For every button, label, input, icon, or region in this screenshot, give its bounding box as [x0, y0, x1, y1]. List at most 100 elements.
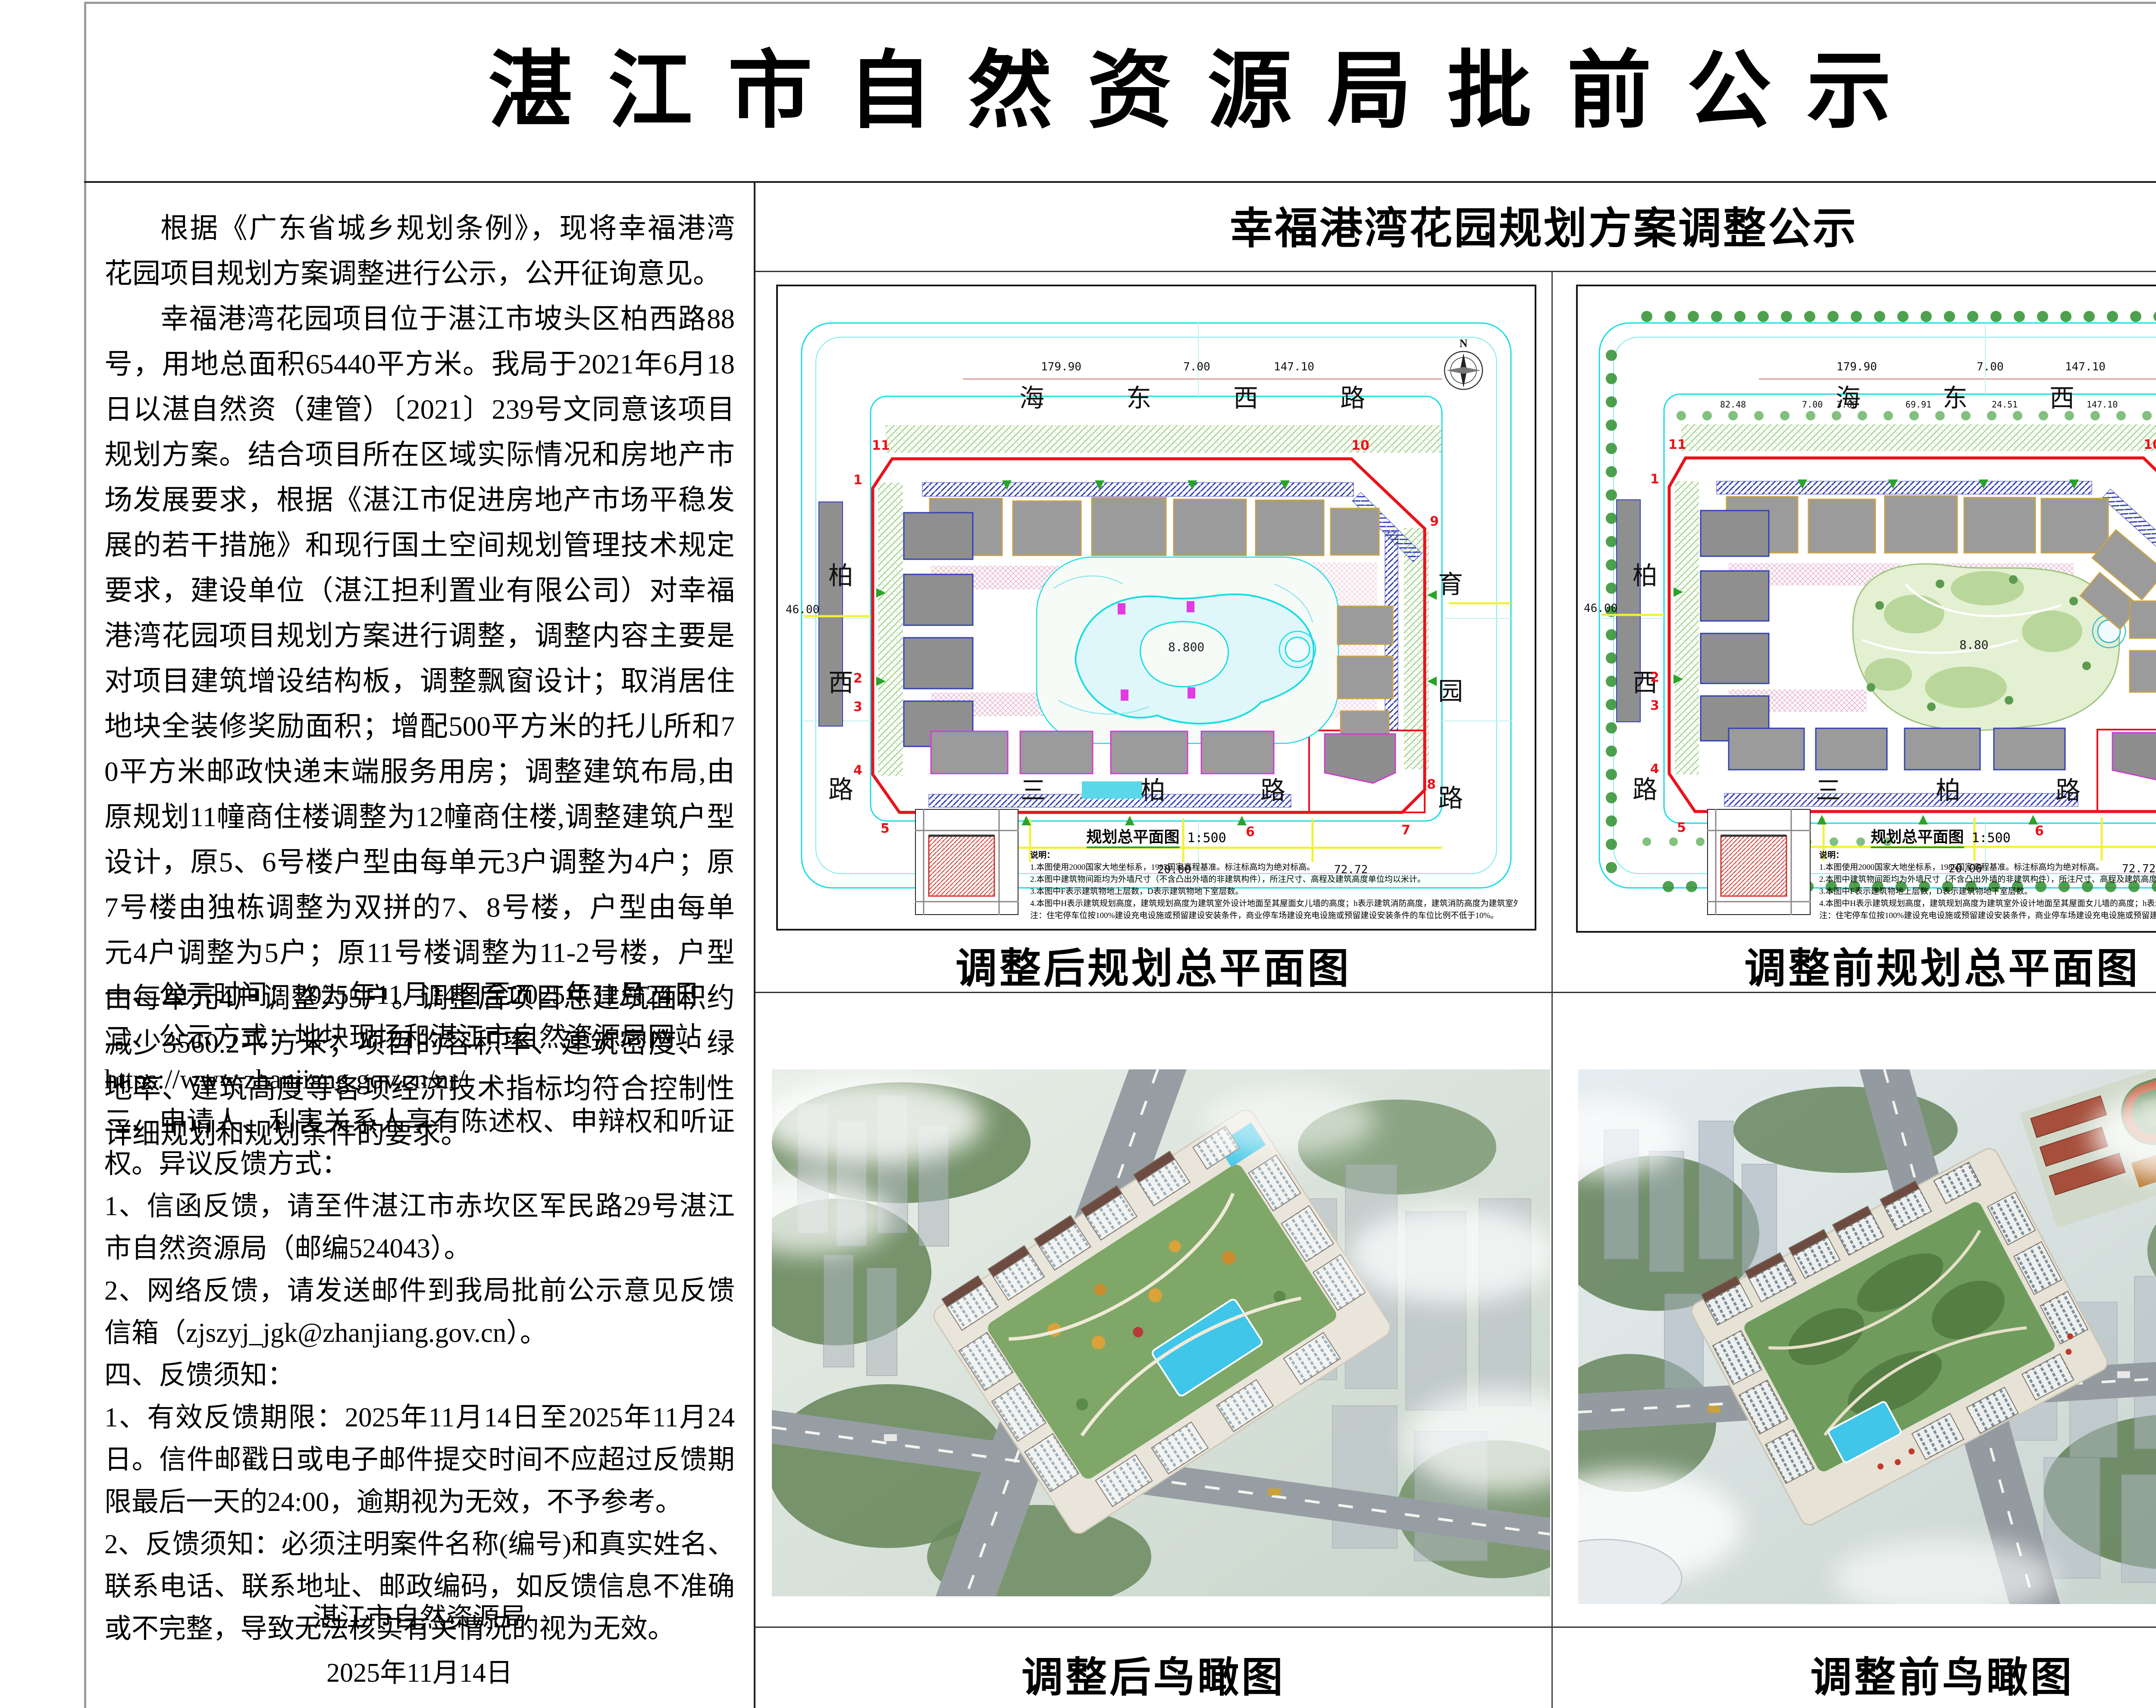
main-vertical-divider [754, 183, 755, 1708]
road-outer-curb [801, 322, 1512, 889]
dim-top-1: 179.90 [1041, 360, 1081, 373]
drawing-notes: 说明： 1.本图使用2000国家大地坐标系，1985国家高程基准。标注标高均为绝… [1819, 849, 2156, 922]
note-line: 1.本图使用2000国家大地坐标系，1985国家高程基准。标注标高均为绝对标高。 [1030, 863, 1315, 872]
project-header: 幸福港湾花园规划方案调整公示 [1230, 205, 1858, 253]
green-belts [1675, 424, 2156, 774]
entry-canopy [1082, 781, 1142, 799]
page-title: 湛江市自然资源局批前公示 [488, 42, 1927, 140]
site-plan-after-drawing: N [778, 286, 1535, 929]
courtyard-paths [1009, 1192, 1302, 1437]
kindergarten-parcel-boundary [2096, 729, 2156, 812]
boundary-point-1: 1 [1650, 472, 1659, 487]
courtyard-paths [1768, 1230, 2027, 1436]
boundary-point-10: 10 [1351, 438, 1369, 453]
pool-island [1140, 621, 1229, 688]
dim-top2-3: 3.00 [1836, 399, 1858, 410]
site-level-label: 8.80 [1959, 638, 1989, 652]
boundary-point-9: 9 [1430, 514, 1439, 529]
buildings-east-column [2129, 600, 2156, 693]
boundary-point-5: 5 [1677, 820, 1686, 835]
caption-aerial-after: 调整后鸟瞰图 [1022, 1655, 1285, 1701]
signature-org: 湛江市自然资源局 [312, 1603, 526, 1633]
entrance-arrows [1673, 479, 2079, 824]
fountain [1285, 636, 1310, 662]
pool [1152, 1298, 1263, 1397]
towers-front-row [1095, 1332, 1341, 1507]
site-boundary-red [1667, 456, 2156, 813]
header-divider [755, 271, 2156, 272]
item-rights: 三、申请人、利害关系人享有陈述权、申辩权和听证权。异议反馈方式： [104, 1106, 735, 1179]
caption-aerial-before: 调整前鸟瞰图 [1810, 1655, 2075, 1701]
buildings-top-row [929, 497, 1380, 556]
towers-back-row [941, 1125, 1240, 1331]
kindergarten-building [2112, 732, 2156, 780]
road-inner-curb [870, 395, 1443, 822]
title-divider [84, 181, 2156, 183]
notes-title: 说明： [1030, 851, 1055, 860]
towers-back-row [1701, 1161, 1982, 1326]
page-border [84, 2, 2156, 1708]
caption-plan-after: 调整后规划总平面图 [956, 946, 1351, 992]
landscape-paths [1862, 583, 2061, 654]
landscape-paths [1053, 575, 1313, 715]
dimension-chains [804, 602, 1511, 862]
central-landscape [1852, 563, 2126, 731]
note-line: 4.本图中H表示建筑规划高度，建筑规划高度为建筑室外设计地面至其屋面女儿墙的高度… [1819, 899, 2156, 908]
caption-plan-before: 调整前规划总平面图 [1744, 946, 2140, 992]
pool [1828, 1401, 1902, 1464]
boundary-point-10: 10 [2143, 437, 2156, 452]
aerial-after-image [772, 1069, 1550, 1596]
render-caption-divider [755, 1627, 2156, 1628]
notice-paragraph: 幸福港湾花园项目位于湛江市坡头区柏西路88号，用地总面积65440平方米。我局于… [104, 304, 735, 1150]
dim-top2-2: 7.00 [1802, 399, 1823, 410]
towers-left-column [958, 1332, 1079, 1493]
buildings-west-column [1616, 499, 1770, 742]
boundary-point-11: 11 [872, 438, 890, 453]
core-markers [1118, 601, 1195, 701]
dim-top-2: 7.00 [1977, 360, 2004, 373]
road-label-west: 柏西路 [1629, 562, 1657, 883]
dim-top-1: 179.90 [1836, 360, 1877, 373]
kindergarten-building [1324, 733, 1396, 784]
entrance-arrows [876, 480, 1437, 825]
boundary-point-3: 3 [853, 699, 862, 715]
dimension-chains [1601, 614, 2156, 861]
boundary-point-4: 4 [1650, 762, 1659, 777]
location-key-map [1707, 809, 1811, 915]
item-notice-head: 四、反馈须知： [104, 1360, 295, 1390]
aerial-render-after [772, 1069, 1550, 1596]
item-method: 二、公示方式：地块现场和湛江市自然资源局网站 [104, 1022, 702, 1052]
item-email-feedback: 2、网络反馈，请发送邮件到我局批前公示意见反馈信箱（zjszyj_jgk@zha… [104, 1276, 735, 1348]
dim-top2-5: 24.51 [1992, 399, 2018, 410]
dim-top-2: 7.00 [1183, 360, 1210, 373]
towers-front-row [1911, 1353, 2075, 1460]
site-level-label: 8.800 [1168, 640, 1205, 654]
item-mail-feedback: 1、信函反馈，请至件湛江市赤坎区军民路29号湛江市自然资源局（邮编524043）… [104, 1191, 735, 1263]
road-label-south: 三柏路 [1021, 777, 1381, 805]
dim-top2-1: 82.48 [1720, 399, 1746, 410]
sub-vertical-divider [1551, 272, 1553, 1708]
compass-north-label: N [1460, 337, 1468, 350]
boundary-point-2: 2 [1650, 670, 1659, 685]
boundary-point-6: 6 [2035, 824, 2044, 839]
dim-top-3: 147.10 [1274, 360, 1314, 373]
note-line: 注：住宅停车位按100%建设充电设施或预留建设安装条件，商业停车场建设充电设施或… [1030, 911, 1499, 920]
courtyard-trees [1867, 575, 2091, 711]
boundary-point-7: 7 [1401, 823, 1410, 838]
dim-bottom-center: 20.00 [1157, 863, 1191, 876]
promenade-accents [1877, 1333, 2073, 1470]
signature-block: 湛江市自然资源局 2025年11月14日 [104, 1590, 735, 1701]
dim-bottom-right: 72.72 [1334, 863, 1368, 876]
towers-left-column [1712, 1330, 1815, 1484]
road-inner-curb [1663, 393, 2156, 824]
buildings-bottom-row [930, 730, 1275, 774]
boundary-point-4: 4 [853, 763, 862, 778]
playground [1133, 1327, 1144, 1338]
clouds [772, 1078, 1550, 1492]
notes-title: 说明： [1819, 851, 1844, 860]
boundary-point-8: 8 [1427, 777, 1436, 792]
buildings-bottom-row [1728, 727, 2066, 771]
buildings-east-column [1337, 605, 1394, 743]
note-line: 1.本图使用2000国家大地坐标系，1985国家高程基准。标注标高均为绝对标高。 [1819, 863, 2104, 872]
